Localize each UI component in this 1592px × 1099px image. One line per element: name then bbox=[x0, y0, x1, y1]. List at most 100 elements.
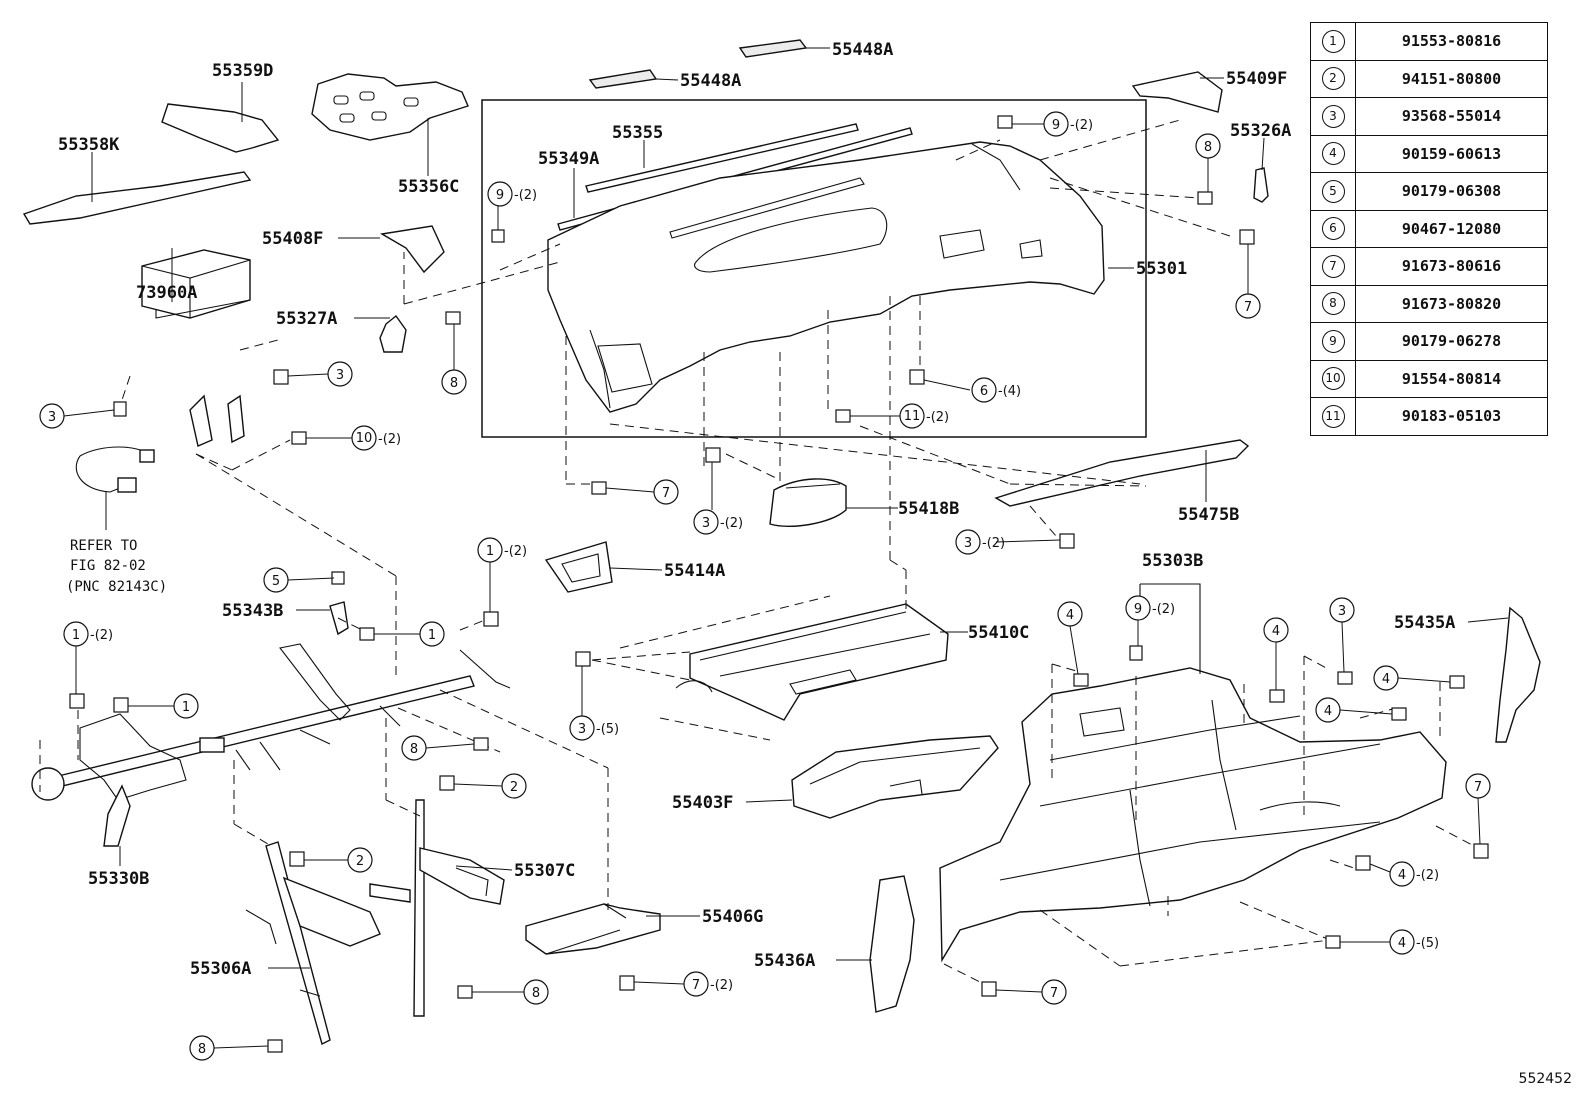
callout-3e[interactable]: 3-(5) bbox=[569, 715, 619, 741]
bracket-55406g[interactable]: 55406G bbox=[525, 903, 763, 955]
bracket-55327a[interactable]: 55327A bbox=[276, 309, 407, 353]
assembly-lines bbox=[39, 119, 1475, 987]
callout-7e[interactable]: 7 bbox=[1041, 979, 1067, 1005]
instrument-panel-55301[interactable]: 55301 bbox=[547, 141, 1187, 413]
pad-55448a-lower[interactable]: 55448A bbox=[588, 69, 741, 91]
reference-index-circle: 5 bbox=[1321, 179, 1345, 203]
brace-55306a[interactable]: 55306A bbox=[190, 841, 381, 1046]
bracket-55326a[interactable]: 55326A bbox=[1230, 121, 1291, 203]
part-label-55349a: 55349A bbox=[538, 149, 599, 169]
cover-55436a[interactable]: 55436A bbox=[754, 875, 915, 1013]
callout-3d[interactable]: 3-(2) bbox=[955, 529, 1005, 555]
svg-text:7: 7 bbox=[662, 486, 670, 501]
callout-2b[interactable]: 2 bbox=[347, 847, 373, 873]
callout-8a[interactable]: 8 bbox=[1195, 133, 1221, 159]
callout-11a[interactable]: 11-(2) bbox=[899, 403, 949, 429]
part-label-55410c: 55410C bbox=[968, 623, 1029, 643]
callout-8e[interactable]: 8 bbox=[189, 1035, 215, 1061]
svg-text:8: 8 bbox=[1204, 140, 1212, 155]
duct-55410c[interactable]: 55410C bbox=[675, 603, 1029, 721]
part-label-55356c: 55356C bbox=[398, 177, 459, 197]
callout-7c[interactable]: 7-(2) bbox=[683, 971, 733, 997]
pad-55448a-upper[interactable]: 55448A bbox=[738, 39, 893, 60]
brace-55307c[interactable]: 55307C bbox=[369, 799, 575, 1017]
callout-9b[interactable]: 9-(2) bbox=[487, 181, 537, 207]
svg-text:8: 8 bbox=[410, 742, 418, 757]
callout-2a[interactable]: 2 bbox=[501, 773, 527, 799]
garnish-55475b[interactable]: 55475B bbox=[994, 439, 1250, 525]
callout-3f[interactable]: 3 bbox=[1329, 597, 1355, 623]
cover-55409f[interactable]: 55409F bbox=[1131, 69, 1287, 113]
instrument-panel-group-box bbox=[481, 99, 1147, 438]
part-label-55409f: 55409F bbox=[1226, 69, 1287, 89]
bracket-55343b[interactable]: 55343B bbox=[222, 601, 349, 636]
insulator-55356c[interactable]: 55356C bbox=[311, 73, 469, 197]
callout-1a[interactable]: 1-(2) bbox=[477, 537, 527, 563]
callout-1d[interactable]: 1 bbox=[173, 693, 199, 719]
callout-7d[interactable]: 7 bbox=[1465, 773, 1491, 799]
reference-index-circle: 1 bbox=[1321, 29, 1345, 53]
duct-55403f[interactable]: 55403F bbox=[672, 735, 999, 819]
airbag-module-73960a[interactable]: 73960A bbox=[136, 248, 251, 447]
callout-3a[interactable]: 3 bbox=[327, 361, 353, 387]
svg-text:8: 8 bbox=[450, 376, 458, 391]
pad-55414a[interactable]: 55414A bbox=[544, 541, 725, 593]
part-label-55475b: 55475B bbox=[1178, 505, 1239, 525]
reference-index: 7 bbox=[1310, 247, 1356, 286]
part-label-55406g: 55406G bbox=[702, 907, 763, 927]
callout-7b[interactable]: 7 bbox=[653, 479, 679, 505]
callout-8c[interactable]: 8 bbox=[401, 735, 427, 761]
reinforcement-55303b[interactable]: 55303B bbox=[939, 551, 1447, 963]
callout-6a[interactable]: 6-(4) bbox=[971, 377, 1021, 403]
svg-text:(PNC 82143C): (PNC 82143C) bbox=[66, 579, 167, 595]
silencer-55359d[interactable]: 55359D bbox=[161, 61, 280, 153]
callout-8b[interactable]: 8 bbox=[441, 369, 467, 395]
wire-harness[interactable] bbox=[75, 446, 155, 530]
callout-1b[interactable]: 1 bbox=[419, 621, 445, 647]
steering-support-reinforcement[interactable] bbox=[31, 643, 511, 801]
callout-4e[interactable]: 4-(2) bbox=[1389, 861, 1439, 887]
cover-55408f[interactable]: 55408F bbox=[262, 225, 445, 274]
callout-9c[interactable]: 9-(2) bbox=[1125, 595, 1175, 621]
reference-index-circle: 11 bbox=[1321, 404, 1345, 428]
part-label-55408f: 55408F bbox=[262, 229, 323, 249]
svg-text:3: 3 bbox=[48, 410, 56, 425]
svg-text:-(4): -(4) bbox=[998, 384, 1021, 399]
part-label-73960a: 73960A bbox=[136, 283, 197, 303]
cluster-panel-55418b[interactable]: 55418B bbox=[769, 478, 959, 527]
svg-text:4: 4 bbox=[1066, 608, 1074, 623]
callout-4d[interactable]: 4 bbox=[1315, 697, 1341, 723]
bracket-55330b[interactable]: 55330B bbox=[88, 784, 149, 889]
callout-5a[interactable]: 5 bbox=[263, 567, 289, 593]
panel-55358k[interactable]: 55358K bbox=[22, 135, 252, 225]
part-label-55301: 55301 bbox=[1136, 259, 1187, 279]
strip-55355[interactable]: 55355 bbox=[585, 123, 859, 193]
cover-55435a[interactable]: 55435A bbox=[1394, 606, 1541, 743]
callout-9a[interactable]: 9-(2) bbox=[1043, 111, 1093, 137]
callout-3c[interactable]: 3-(2) bbox=[693, 509, 743, 535]
callout-4a[interactable]: 4 bbox=[1057, 601, 1083, 627]
callout-1c[interactable]: 1-(2) bbox=[63, 621, 113, 647]
callout-10a[interactable]: 10-(2) bbox=[351, 425, 401, 451]
callout-3b[interactable]: 3 bbox=[39, 403, 65, 429]
callout-4c[interactable]: 4 bbox=[1373, 665, 1399, 691]
callout-4f[interactable]: 4-(5) bbox=[1389, 929, 1439, 955]
reference-part-number: 91673-80616 bbox=[1355, 247, 1548, 286]
part-label-55418b: 55418B bbox=[898, 499, 959, 519]
part-label-55355: 55355 bbox=[612, 123, 663, 143]
svg-text:-(2): -(2) bbox=[710, 978, 733, 993]
callout-4b[interactable]: 4 bbox=[1263, 617, 1289, 643]
callout-7a[interactable]: 7 bbox=[1235, 293, 1261, 319]
callout-8d[interactable]: 8 bbox=[523, 979, 549, 1005]
